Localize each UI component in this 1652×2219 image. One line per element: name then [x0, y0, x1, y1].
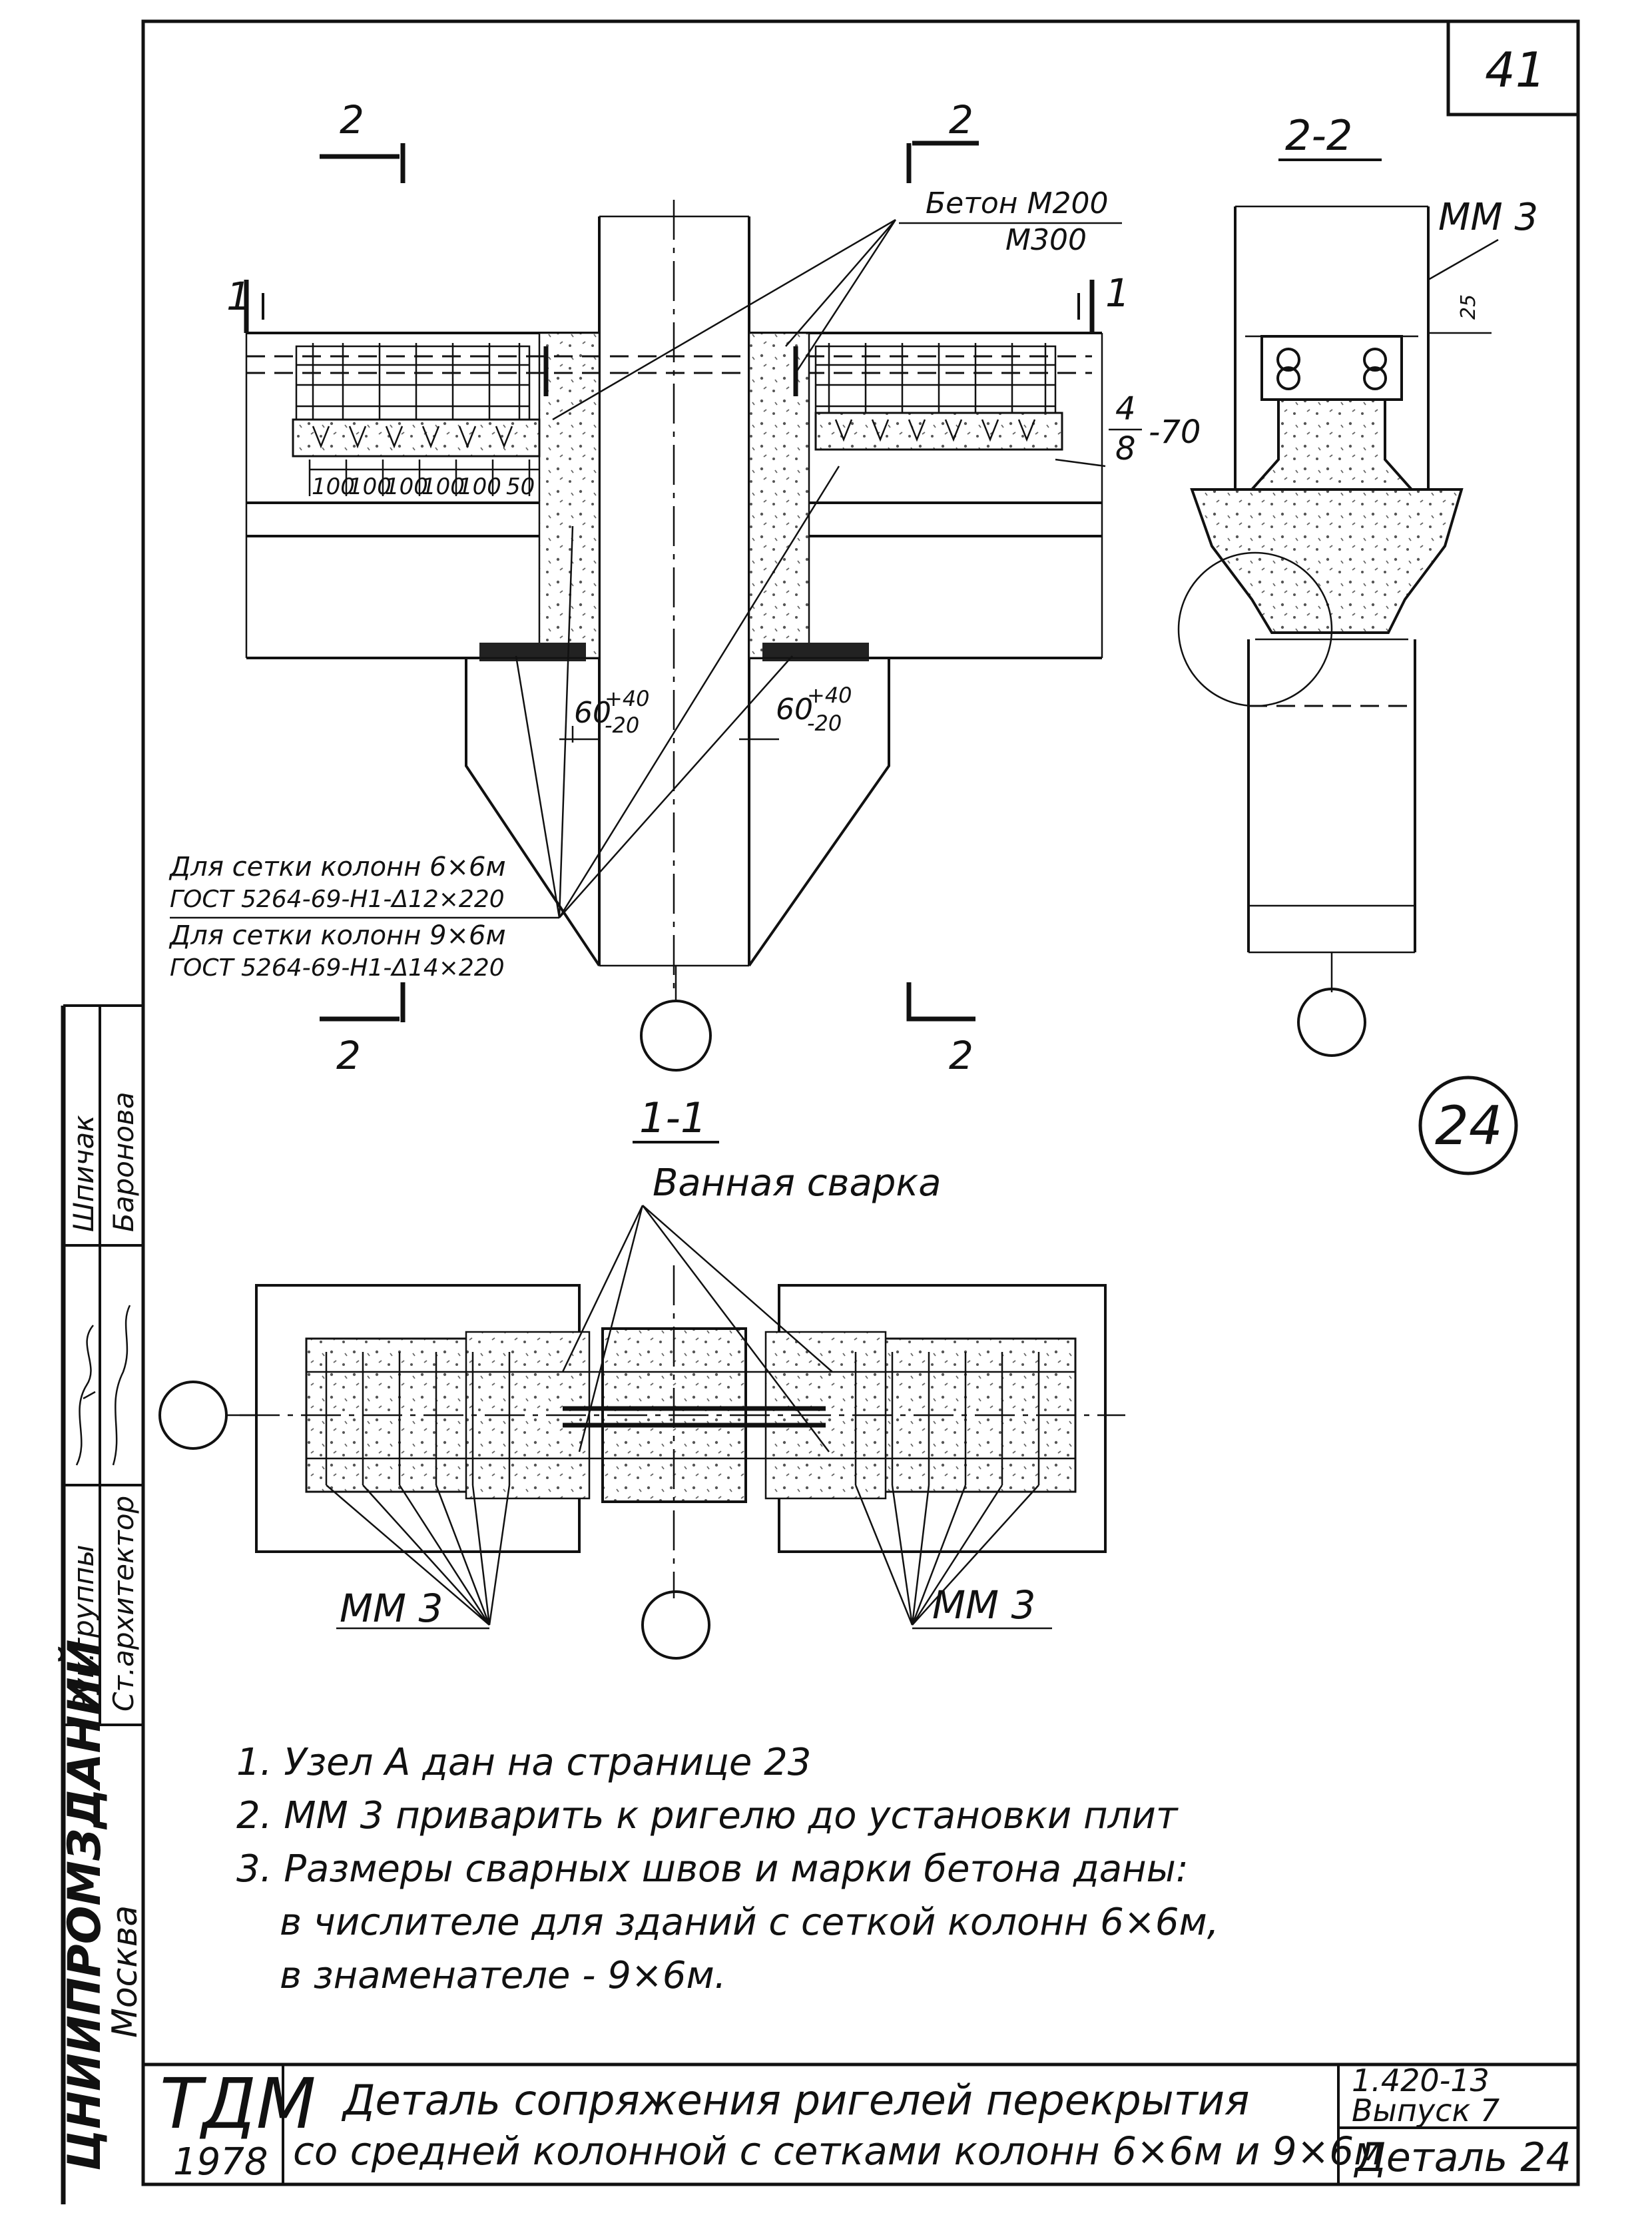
section-1-1-left-axis-bubble — [158, 1381, 228, 1450]
section-1-1-drawing — [158, 1205, 1125, 1660]
stamp-name-1: Шпичак — [67, 1115, 100, 1232]
spacing-dim-3: 100 — [385, 474, 428, 500]
spacing-dim-5: 100 — [458, 474, 501, 500]
gap-right-up: +40 — [807, 683, 852, 708]
signature-2 — [112, 1305, 131, 1466]
section-1-1-bottom-axis-bubble — [641, 1590, 710, 1660]
signature-1 — [75, 1325, 96, 1466]
section-2-2-drawing — [1177, 205, 1499, 1057]
cut-2-label-tr: 2 — [949, 97, 973, 143]
cut-1-label-right: 1 — [1105, 270, 1130, 316]
title-line-2: со средней колонной с сетками колонн 6×6… — [293, 2128, 1383, 2174]
weld-length: -70 — [1149, 414, 1201, 451]
cut-1-label-left: 1 — [226, 274, 251, 319]
title-series: 1.420-13 — [1352, 2062, 1490, 2098]
column-corbel — [465, 657, 890, 967]
weld-fraction-top: 4 — [1115, 390, 1136, 428]
cut-2-label-tl: 2 — [340, 97, 364, 143]
mesh-9x6-line1: Для сетки колонн 9×6м — [168, 920, 506, 951]
note-3: 3. Размеры сварных швов и марки бетона д… — [236, 1847, 1189, 1891]
section-1-1-weld-mark-right: ММ 3 — [932, 1582, 1035, 1628]
right-beam — [748, 332, 1103, 661]
mesh-6x6-line2: ГОСТ 5264-69-Н1-Δ12×220 — [170, 886, 505, 913]
title-detail: Деталь 24 — [1353, 2134, 1571, 2181]
title-issue: Выпуск 7 — [1352, 2092, 1500, 2128]
section-2-2-dim-25: 25 — [1457, 294, 1480, 320]
spacing-dim-4: 100 — [421, 474, 465, 500]
concrete-grade-top: Бетон М200 — [926, 186, 1109, 220]
note-3-cont-1: в числителе для зданий с сеткой колонн 6… — [280, 1901, 1219, 1944]
mesh-6x6-line1: Для сетки колонн 6×6м — [168, 852, 506, 882]
stamp-name-2: Баронова — [107, 1092, 140, 1232]
section-2-2-weld-mark: MM 3 — [1438, 196, 1538, 239]
mesh-leaders — [515, 466, 840, 918]
cut-marks — [244, 141, 1095, 1022]
title-org: ТДМ — [160, 2063, 316, 2144]
cut-2-label-bl: 2 — [336, 1033, 361, 1078]
section-2-2-axis-bubble — [1297, 988, 1366, 1057]
bath-welding-label: Ванная сварка — [653, 1161, 942, 1205]
gap-left-up: +40 — [605, 686, 650, 711]
stamp-org-name: ЦНИИПРОМЗДАНИЙ — [58, 1640, 111, 2171]
notes: 1. Узел А дан на странице 23 2. ММ 3 при… — [236, 1741, 1219, 1997]
concrete-leader — [552, 218, 897, 421]
column-axis-bubble — [640, 1000, 712, 1072]
side-stamp: ЦНИИПРОМЗДАНИЙ Москва Рук.группы Ст.архи… — [58, 1004, 145, 2204]
sheet-frame — [141, 19, 1580, 2186]
section-1-1-title: 1-1 — [639, 1094, 706, 1142]
section-1-1-weld-mark-left: ММ 3 — [340, 1586, 443, 1631]
note-1: 1. Узел А дан на странице 23 — [236, 1741, 811, 1784]
cut-2-label-br: 2 — [949, 1033, 973, 1078]
column-elevation — [598, 200, 750, 1072]
page-number: 41 — [1485, 42, 1546, 98]
detail-badge-circle — [1418, 1076, 1518, 1175]
detail-badge-number: 24 — [1435, 1095, 1503, 1157]
node-detail-circle — [1177, 551, 1333, 707]
title-line-1: Деталь сопряжения ригелей перекрытия — [341, 2076, 1249, 2124]
weld-fraction-leader — [1055, 458, 1106, 468]
spacing-dim-2: 100 — [348, 474, 392, 500]
note-3-cont-2: в знаменателе - 9×6м. — [280, 1954, 726, 1997]
note-2: 2. ММ 3 приварить к ригелю до установки … — [236, 1794, 1179, 1837]
section-2-2-title: 2-2 — [1285, 111, 1352, 160]
title-year: 1978 — [173, 2140, 268, 2184]
concrete-grade-bottom: М300 — [1005, 223, 1087, 257]
gap-left-down: -20 — [605, 713, 639, 738]
gap-left-base: 60 — [574, 696, 611, 730]
stamp-city: Москва — [105, 1905, 145, 2038]
gap-right-down: -20 — [807, 711, 842, 736]
mesh-9x6-line2: ГОСТ 5264-69-Н1-Δ14×220 — [170, 954, 505, 982]
weld-fraction-bottom: 8 — [1115, 430, 1136, 468]
spacing-dim-6: 50 — [506, 474, 535, 500]
title-block — [143, 2062, 1578, 2184]
spacing-dimension-line — [308, 460, 539, 496]
gap-right-base: 60 — [776, 693, 813, 727]
stamp-role-1: Рук.группы — [67, 1544, 100, 1712]
stamp-role-2: Ст.архитектор — [107, 1496, 140, 1712]
spacing-dim-1: 100 — [312, 474, 355, 500]
